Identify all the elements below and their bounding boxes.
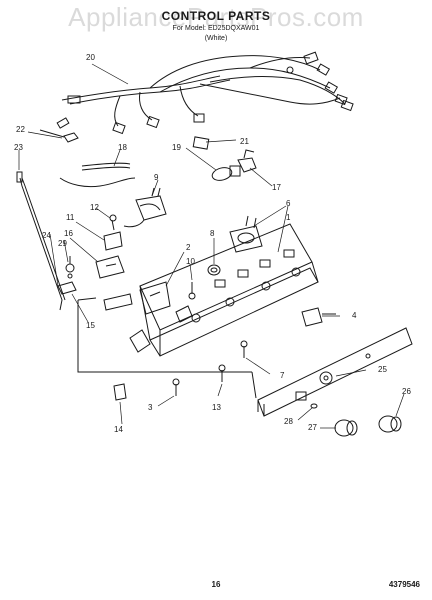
callout-2: 2 bbox=[186, 243, 191, 252]
callout-8: 8 bbox=[210, 229, 215, 238]
callout-11: 11 bbox=[66, 213, 75, 222]
callout-18: 18 bbox=[118, 143, 127, 152]
hardware-part bbox=[113, 340, 248, 401]
callout-19: 19 bbox=[172, 143, 181, 152]
callout-21: 21 bbox=[240, 137, 249, 146]
callout-9: 9 bbox=[154, 173, 159, 182]
control-knob-part bbox=[310, 403, 402, 437]
part-code: 4379546 bbox=[388, 580, 420, 589]
callout-15: 15 bbox=[86, 321, 95, 330]
watermark: AppliancePartsPros.com bbox=[68, 2, 364, 32]
callout-28: 28 bbox=[284, 417, 293, 426]
control-housing-part bbox=[129, 223, 319, 357]
callout-6: 6 bbox=[286, 199, 291, 208]
callout-24: 24 bbox=[42, 231, 51, 240]
callout-labels: 20 22 23 18 21 19 17 9 12 11 16 29 24 15… bbox=[14, 53, 411, 434]
callout-3: 3 bbox=[148, 403, 153, 412]
callout-4: 4 bbox=[352, 311, 357, 320]
light-bulb-part bbox=[192, 136, 257, 181]
tube-part bbox=[16, 171, 66, 311]
callout-22: 22 bbox=[16, 125, 25, 134]
callout-25: 25 bbox=[378, 365, 387, 374]
callout-27: 27 bbox=[308, 423, 317, 432]
leader-lines bbox=[18, 63, 405, 429]
diagram-title: CONTROL PARTS bbox=[161, 9, 271, 23]
callout-23: 23 bbox=[14, 143, 23, 152]
relay-part bbox=[123, 187, 167, 228]
connector-part bbox=[301, 307, 336, 327]
callout-7: 7 bbox=[280, 371, 285, 380]
page-number: 16 bbox=[211, 580, 221, 589]
grommet-part bbox=[207, 264, 221, 276]
callout-14: 14 bbox=[114, 425, 123, 434]
wire-harness-part bbox=[56, 51, 354, 135]
callout-13: 13 bbox=[212, 403, 221, 412]
fastener-part bbox=[57, 256, 77, 295]
color-subtitle: (White) bbox=[204, 35, 228, 42]
screw-part bbox=[188, 282, 196, 300]
control-panel-part bbox=[257, 327, 413, 417]
callout-12: 12 bbox=[90, 203, 99, 212]
callout-29: 29 bbox=[58, 239, 67, 248]
callout-16: 16 bbox=[64, 229, 73, 238]
model-subtitle: For Model: ED25DQXAW01 bbox=[172, 25, 260, 32]
assembly-outline bbox=[77, 297, 257, 399]
clip-part bbox=[39, 129, 79, 143]
callout-17: 17 bbox=[272, 183, 281, 192]
callout-26: 26 bbox=[402, 387, 411, 396]
switch-block-part bbox=[139, 281, 171, 315]
sensor-tube-part bbox=[59, 162, 136, 188]
callout-20: 20 bbox=[86, 53, 95, 62]
thermostat-part bbox=[229, 215, 263, 253]
callout-1: 1 bbox=[286, 213, 291, 222]
callout-10: 10 bbox=[186, 257, 195, 266]
switch-bracket-part bbox=[95, 214, 133, 311]
